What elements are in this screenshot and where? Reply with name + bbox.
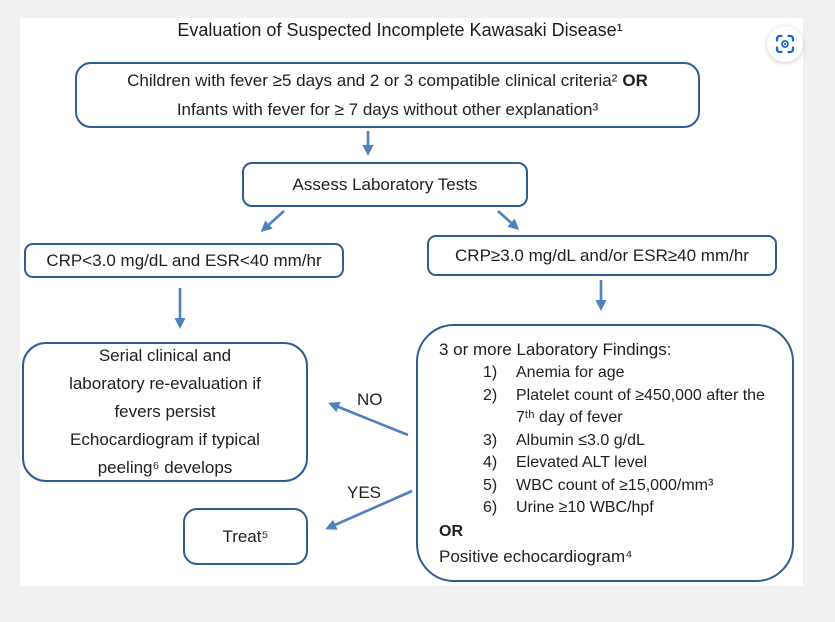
treat-label: Treat⁵ [222,526,269,546]
lab-item-text: Anemia for age [516,364,625,381]
lab-item-5: 5) WBC count of ≥15,000/mm³ [434,475,780,498]
lab-item-number: 2) [483,386,498,404]
image-search-icon [775,34,795,54]
crp-low-label: CRP<3.0 mg/dL and ESR<40 mm/hr [46,250,322,270]
labs-or-label: OR [439,522,463,540]
serial-line: fevers persist [114,402,216,421]
lab-item-number: 4) [483,454,498,471]
lab-item-3: 3) Albumin ≤3.0 g/dL [434,430,780,453]
node-assess-laboratory-tests: Assess Laboratory Tests [242,162,528,207]
criteria-line2: Infants with fever for ≥ 7 days without … [176,100,599,119]
serial-line: Echocardiogram if typical [70,430,260,449]
lab-item-text: Albumin ≤3.0 g/dL [516,431,645,449]
crp-high-label: CRP≥3.0 mg/dL and/or ESR≥40 mm/hr [455,245,749,265]
serial-line: peeling⁶ develops [97,458,233,477]
node-crp-high: CRP≥3.0 mg/dL and/or ESR≥40 mm/hr [427,235,777,276]
node-laboratory-findings: 3 or more Laboratory Findings: 1) Anemia… [416,324,794,582]
node-crp-low: CRP<3.0 mg/dL and ESR<40 mm/hr [24,243,344,278]
criteria-or-label: OR [622,71,648,90]
assess-label: Assess Laboratory Tests [292,174,478,194]
edge-label-no: NO [357,390,383,409]
criteria-line1: Children with fever ≥5 days and 2 or 3 c… [127,71,648,90]
lab-item-number: 6) [483,499,498,516]
node-criteria: Children with fever ≥5 days and 2 or 3 c… [75,62,700,128]
lab-item-2: 2) Platelet count of ≥450,000 after the … [434,385,780,430]
labs-footer: Positive echocardiogram⁴ [439,546,633,566]
lab-item-4: 4) Elevated ALT level [434,452,780,475]
lab-item-number: 3) [483,431,498,449]
lab-item-text: Urine ≥10 WBC/hpf [516,499,654,516]
serial-line: Serial clinical and [98,346,232,365]
lab-item-text: Elevated ALT level [516,454,648,471]
page-title: Evaluation of Suspected Incomplete Kawas… [177,20,623,40]
node-treat: Treat⁵ [183,508,308,565]
image-search-button[interactable] [767,26,803,62]
node-serial-reevaluation: Serial clinical and laboratory re-evalua… [22,342,308,482]
lab-item-6: 6) Urine ≥10 WBC/hpf [434,497,780,520]
lab-item-number: 1) [483,364,498,381]
labs-heading: 3 or more Laboratory Findings: [439,340,672,359]
lab-item-text: WBC count of ≥15,000/mm³ [516,476,714,494]
lab-item-number: 5) [483,476,498,494]
lab-item-text: Platelet count of ≥450,000 after the 7ᵗʰ… [516,386,765,427]
edge-label-yes: YES [347,483,382,502]
serial-line: laboratory re-evaluation if [69,374,261,393]
lab-item-1: 1) Anemia for age [434,362,780,385]
